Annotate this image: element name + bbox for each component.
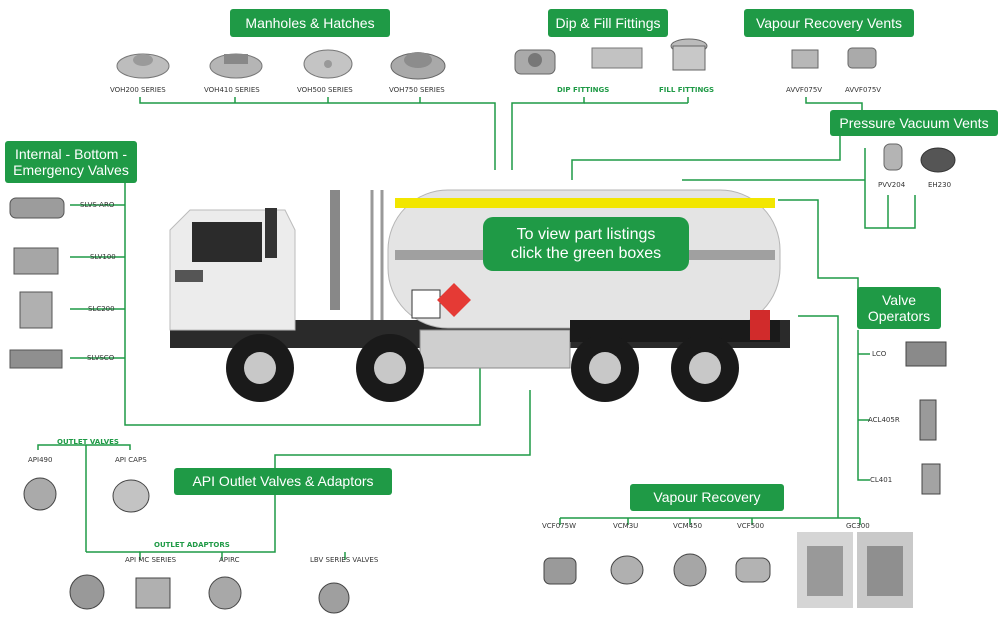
dip-fittings-label: DIP FITTINGS — [557, 86, 610, 94]
manhole-label-2: VOH410 SERIES — [204, 86, 260, 94]
valve-operator-acl405r-image[interactable] — [910, 396, 946, 444]
fill-fittings-label: FILL FITTINGS — [659, 86, 715, 94]
vapour-vent-image-1[interactable] — [788, 44, 824, 74]
vapour-vent-image-2[interactable] — [842, 40, 882, 74]
internal-valve-slc200-image[interactable] — [10, 288, 66, 332]
internal-valve-label-2: SLV100 — [90, 253, 116, 261]
manhole-label-4: VOH750 SERIES — [389, 86, 445, 94]
internal-valve-label-4: SLVSCO — [87, 354, 115, 362]
valve-operators-label-line-2: Operators — [867, 308, 931, 324]
instruction-line-2: click the green boxes — [510, 245, 662, 262]
outlet-adaptor-label-2: APIRC — [219, 556, 240, 564]
manhole-label-1: VOH200 SERIES — [110, 86, 166, 94]
internal-valves-label-line-2: Emergency Valves — [13, 162, 129, 178]
dip-fill-fittings-label: Dip & Fill Fittings — [555, 14, 661, 31]
manhole-voh500-image[interactable] — [298, 42, 358, 82]
manhole-voh410-image[interactable] — [206, 42, 266, 82]
vapour-recovery-vents-button[interactable]: Vapour Recovery Vents — [744, 9, 914, 37]
outlet-adaptor-lbv-image[interactable] — [314, 574, 354, 618]
vapour-recovery-vcm3u-image[interactable] — [606, 550, 648, 590]
vapour-recovery-vcf075w-image[interactable] — [538, 548, 582, 594]
internal-valve-label-3: SLC200 — [88, 305, 115, 313]
pressure-vacuum-vents-label: Pressure Vacuum Vents — [839, 114, 989, 131]
fill-fitting-image[interactable] — [664, 36, 714, 80]
internal-bottom-emergency-valves-button[interactable]: Internal - Bottom - Emergency Valves — [5, 141, 137, 183]
vapour-recovery-label-3: VCM450 — [673, 522, 703, 530]
outlet-valve-api490-image[interactable] — [18, 470, 62, 516]
valve-operator-cl401-image[interactable] — [912, 458, 950, 500]
valve-operators-label-line-1: Valve — [882, 291, 916, 308]
dip-fitting-image-1[interactable] — [510, 40, 580, 80]
valve-operator-label-3: CL401 — [870, 476, 893, 484]
vapour-recovery-button[interactable]: Vapour Recovery — [630, 484, 784, 511]
valve-operator-label-1: LCO — [872, 350, 887, 358]
internal-valve-label-1: SLVS-ARO — [80, 201, 115, 209]
outlet-valve-label-2: API CAPS — [115, 456, 147, 464]
vapour-recovery-vcf500-image[interactable] — [730, 548, 776, 592]
valve-operator-label-2: ACL405R — [868, 416, 900, 424]
pressure-vent-pvv204-image[interactable] — [876, 140, 910, 176]
vapour-recovery-label-2: VCM3U — [613, 522, 639, 530]
pressure-vent-label-2: EH230 — [928, 181, 952, 189]
outlet-adaptors-heading: OUTLET ADAPTORS — [154, 541, 230, 549]
manhole-voh750-image[interactable] — [388, 42, 448, 82]
pressure-vent-eh230-image[interactable] — [918, 142, 958, 176]
vapour-recovery-gc300-image[interactable] — [797, 532, 913, 608]
manholes-hatches-label: Manholes & Hatches — [245, 14, 375, 31]
vapour-vent-label-1: AVVF075V — [786, 86, 823, 94]
internal-valves-label-line-1: Internal - Bottom - — [14, 145, 128, 162]
outlet-adaptor-label-1: API MC SERIES — [125, 556, 177, 564]
outlet-adaptor-image-1[interactable] — [66, 570, 108, 616]
manhole-label-3: VOH500 SERIES — [297, 86, 353, 94]
internal-valve-slv100-image[interactable] — [8, 240, 64, 280]
vapour-vent-label-2: AVVF075V — [845, 86, 882, 94]
tanker-truck-illustration — [169, 189, 790, 402]
outlet-valve-label-1: API490 — [28, 456, 53, 464]
vapour-recovery-vents-label: Vapour Recovery Vents — [755, 14, 903, 31]
vapour-recovery-label-4: VCF500 — [737, 522, 765, 530]
dip-fitting-image-2[interactable] — [588, 40, 648, 80]
outlet-adaptor-label-3: LBV SERIES VALVES — [310, 556, 379, 564]
outlet-adaptor-apirc-image[interactable] — [204, 572, 246, 614]
outlet-valves-heading: OUTLET VALVES — [57, 438, 119, 446]
outlet-adaptor-api-mc-image[interactable] — [130, 570, 176, 616]
internal-valve-slvsco-image[interactable] — [6, 340, 66, 376]
pressure-vent-label-1: PVV204 — [878, 181, 906, 189]
instruction-line-1: To view part listings — [516, 225, 656, 243]
api-outlet-label: API Outlet Valves & Adaptors — [192, 473, 374, 490]
manholes-hatches-button[interactable]: Manholes & Hatches — [230, 9, 390, 37]
instruction-callout: To view part listings click the green bo… — [483, 217, 689, 271]
dip-fill-fittings-button[interactable]: Dip & Fill Fittings — [548, 9, 668, 37]
valve-operators-button[interactable]: Valve Operators — [857, 287, 941, 329]
pressure-vacuum-vents-button[interactable]: Pressure Vacuum Vents — [830, 110, 998, 136]
vapour-recovery-label-1: VCF075W — [542, 522, 576, 530]
vapour-recovery-label-5: GC300 — [846, 522, 870, 530]
valve-operator-lco-image[interactable] — [902, 334, 950, 374]
internal-valve-slvs-aro-image[interactable] — [6, 190, 68, 226]
vapour-recovery-label: Vapour Recovery — [653, 489, 761, 506]
outlet-valve-api-caps-image[interactable] — [106, 470, 156, 518]
api-outlet-valves-adaptors-button[interactable]: API Outlet Valves & Adaptors — [174, 468, 392, 495]
manhole-voh200-image[interactable] — [113, 42, 173, 82]
vapour-recovery-vcm450-image[interactable] — [668, 548, 712, 592]
